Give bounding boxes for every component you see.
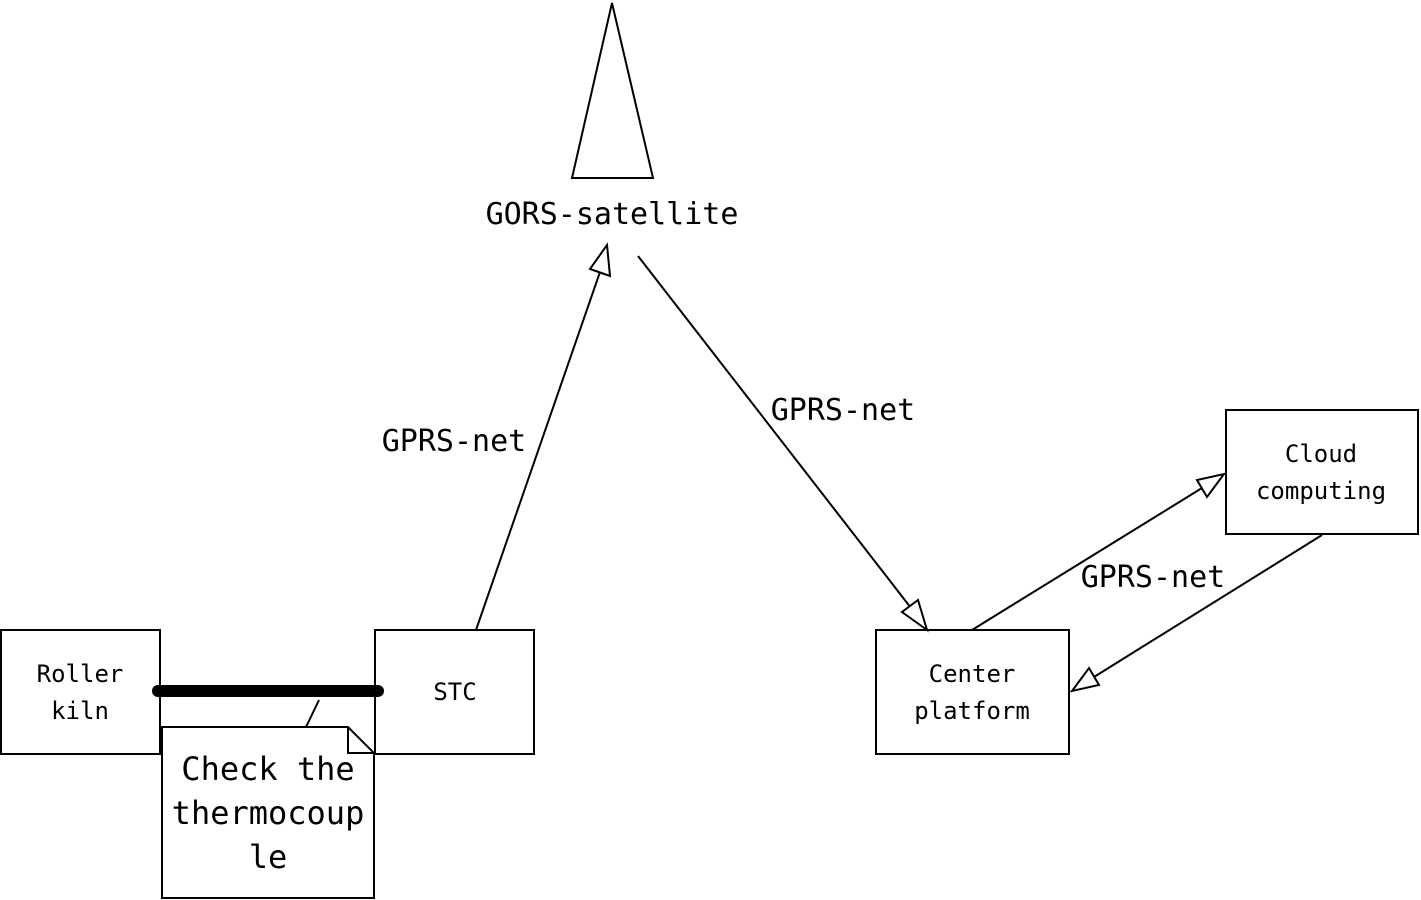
center-platform-label-line1: Center [929,660,1016,688]
arrow-stc-to-satellite [475,242,612,631]
roller-kiln-label-line1: Roller [37,660,124,688]
roller-kiln-label-line2: kiln [51,697,109,725]
satellite-label: GORS-satellite [486,197,739,232]
cloud-computing-label-line2: computing [1256,477,1386,505]
edge-label-stc-satellite: GPRS-net [382,424,527,459]
arrow-satellite-to-center [637,255,929,633]
center-platform-label-line2: platform [914,697,1030,725]
stc-label: STC [433,678,476,706]
note-line2: thermocoup [172,794,365,832]
cloud-computing-node: Cloud computing [1225,409,1419,535]
arrow-center-to-cloud [971,472,1227,631]
center-platform-node: Center platform [875,629,1070,755]
note-anchor-line [305,699,320,728]
satellite-antenna-icon [570,2,655,179]
note-line1: Check the [181,750,354,788]
arrow-cloud-to-center [1069,534,1323,693]
edge-label-satellite-center: GPRS-net [771,393,916,428]
roller-kiln-node: Roller kiln [0,629,161,755]
note-check-thermocouple: Check the thermocoup le [161,726,375,899]
stc-node: STC [374,629,535,755]
edge-label-center-cloud: GPRS-net [1081,560,1226,595]
note-line3: le [249,838,288,876]
cloud-computing-label-line1: Cloud [1285,440,1357,468]
